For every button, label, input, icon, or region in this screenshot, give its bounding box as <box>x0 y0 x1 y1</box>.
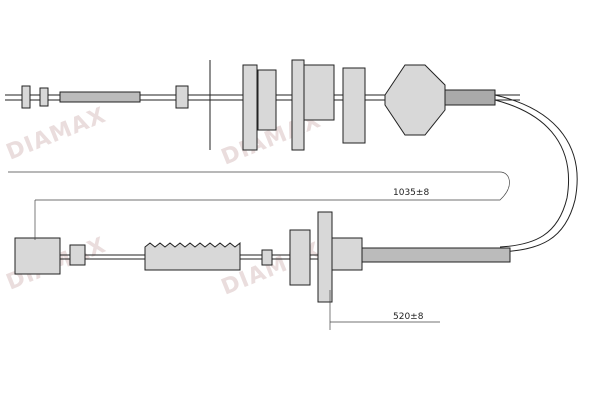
watermark-logo: DIAMAX <box>3 103 110 166</box>
upper-cable-assembly <box>5 59 520 151</box>
lower-cable-assembly <box>14 211 511 303</box>
dimension-total-length: 1035±8 <box>393 188 429 198</box>
cable-bend <box>494 94 578 253</box>
dimension-partial-length: 520±8 <box>393 312 424 322</box>
